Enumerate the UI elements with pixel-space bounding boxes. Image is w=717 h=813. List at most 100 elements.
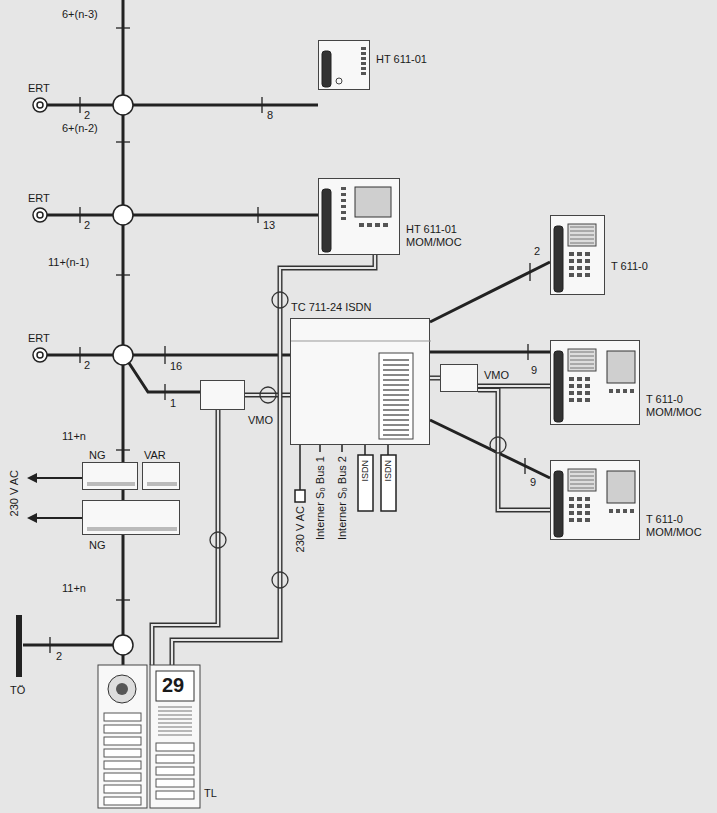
device-detail [361, 52, 366, 55]
callout-label: 230 V AC [8, 470, 21, 516]
device-detail [156, 791, 194, 799]
device-detail [577, 259, 582, 263]
cable-marker [272, 292, 288, 308]
device-detail [569, 504, 574, 508]
coax-cable [172, 255, 375, 665]
device-label: TL [204, 787, 217, 800]
callout-label: ERT [28, 192, 50, 205]
device-detail [577, 377, 582, 381]
grille-line [570, 480, 594, 481]
device-detail [383, 409, 409, 411]
device-drawing [143, 463, 179, 489]
device-box: NG [82, 500, 180, 535]
callout-label: 1 [170, 397, 176, 410]
device-detail [569, 273, 574, 277]
coax-outer [245, 393, 290, 398]
grille-line [570, 364, 594, 365]
door-opener-bar [16, 615, 22, 677]
coax-core [245, 394, 290, 396]
coax-core [478, 385, 550, 387]
device-detail [383, 359, 409, 361]
device-detail [87, 482, 135, 486]
device-detail [98, 665, 147, 808]
wire-count-ticks [50, 28, 262, 653]
grille-line [570, 231, 594, 232]
device-detail [156, 767, 194, 775]
device-detail [341, 193, 346, 196]
device-box: HT 611-01 [318, 40, 370, 90]
device-drawing [441, 365, 477, 391]
coax-core [172, 255, 375, 665]
device-detail [383, 419, 409, 421]
device-detail [383, 399, 409, 401]
device-detail [585, 511, 590, 515]
device-detail [569, 391, 574, 395]
device-detail [577, 384, 582, 388]
device-detail [616, 509, 620, 513]
device-box: T 611-0 MOM/MOC [550, 460, 640, 540]
device-detail [375, 223, 380, 227]
wire-count: 9 [531, 364, 537, 377]
device-detail [585, 384, 590, 388]
device-detail [156, 671, 194, 701]
callout-label: 11+n [62, 582, 86, 595]
video-module: VMO [200, 380, 245, 410]
device-detail [577, 266, 582, 270]
device-detail [630, 509, 634, 513]
device-detail [104, 749, 141, 757]
callout-label: 11+n [62, 430, 86, 443]
cable-marker [272, 572, 288, 588]
device-drawing [83, 463, 137, 489]
device-label: HT 611-01 MOM/MOC [406, 223, 486, 249]
bus-wire [430, 420, 550, 478]
grille-line [158, 715, 192, 716]
device-detail [383, 374, 409, 376]
device-detail [367, 223, 372, 227]
device-detail [383, 369, 409, 371]
grille-line [570, 243, 594, 244]
device-drawing [551, 461, 639, 539]
callout-label: 8 [267, 109, 273, 122]
device-detail [104, 761, 141, 769]
device-drawing [291, 319, 429, 444]
device-detail [577, 511, 582, 515]
device-detail [585, 497, 590, 501]
device-detail [607, 471, 635, 503]
device-detail [341, 217, 346, 220]
device-detail [156, 743, 194, 751]
device-detail [361, 67, 366, 70]
device-detail [585, 518, 590, 522]
grille-line [158, 711, 192, 712]
device-detail [383, 394, 409, 396]
device-drawing [551, 216, 604, 294]
callout-label: 2 [84, 359, 90, 372]
device-drawing [319, 179, 399, 254]
device-detail [569, 266, 574, 270]
device-detail [554, 226, 563, 292]
callout-label: 6+(n-3) [62, 8, 98, 21]
grille-line [158, 719, 192, 720]
coax-outer [430, 376, 440, 381]
device-detail [341, 211, 346, 214]
grille-line [570, 476, 594, 477]
device-detail [577, 391, 582, 395]
device-detail [585, 398, 590, 402]
device-label: NG [89, 449, 106, 462]
wire-count: 2 [534, 245, 540, 258]
device-label: T 611-0 [611, 260, 648, 273]
grille-line [158, 735, 192, 736]
device-drawing [319, 41, 369, 89]
device-detail [104, 785, 141, 793]
grille-line [570, 368, 594, 369]
device-detail [569, 511, 574, 515]
device-detail [361, 72, 366, 75]
mains-arrows [27, 473, 82, 523]
coax-outer [152, 410, 218, 665]
callout-label: 11+(n-1) [48, 256, 89, 269]
device-detail [383, 404, 409, 406]
callout-label: Interner S₀ Bus 1 [314, 456, 327, 540]
device-box: T 611-0 [550, 215, 605, 295]
callout-label: 2 [84, 219, 90, 232]
grille-line [158, 707, 192, 708]
cable-marker [490, 437, 506, 453]
